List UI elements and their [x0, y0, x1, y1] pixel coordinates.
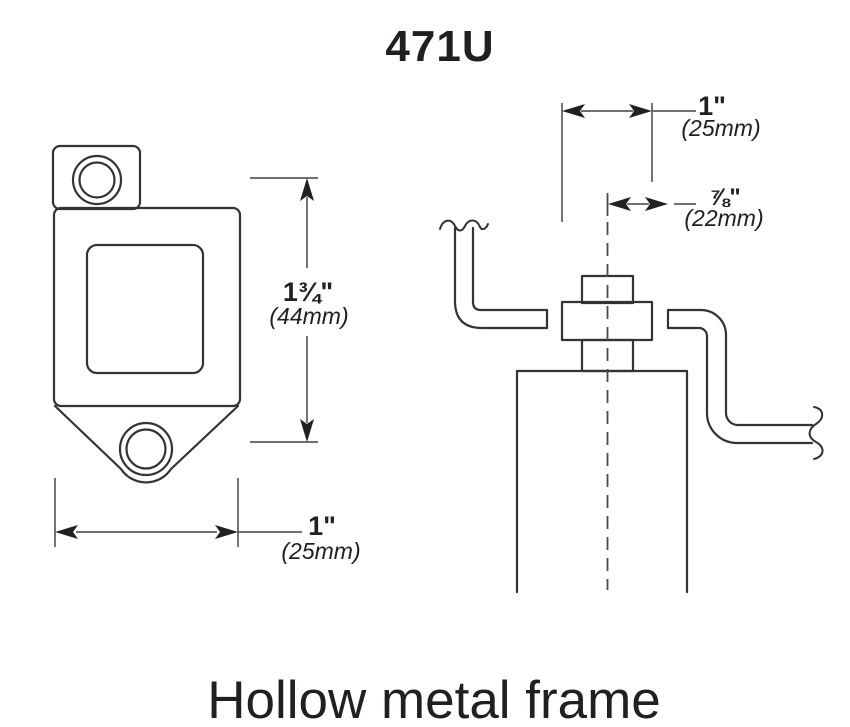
arrowhead-right [215, 525, 238, 539]
frame-post [515, 369, 689, 594]
section-view-diagram [439, 219, 824, 594]
front-height-metric-label: (44mm) [269, 303, 349, 329]
mounting-hole-bottom-inner [125, 428, 167, 470]
front-height-imperial-label: 1¾" [282, 277, 334, 307]
frame-profile-left-outer [453, 226, 549, 330]
section-width-imperial-label: 1" [698, 91, 726, 121]
front-width-metric-label: (25mm) [281, 538, 361, 564]
section-width-metric-label: (25mm) [681, 115, 761, 141]
latch-cutout [85, 243, 205, 375]
model-number: 471U [385, 22, 495, 71]
break-squiggle-top [439, 219, 489, 232]
arrowhead-right [645, 197, 668, 211]
frame-profile-right-inner [666, 326, 814, 445]
strike-bottom-point [53, 404, 240, 484]
front-width-imperial-label: 1" [308, 511, 336, 541]
strike-body [52, 206, 242, 408]
section-offset-imperial-label: ⅞" [709, 184, 741, 211]
arrowhead-right [629, 104, 652, 118]
arrowhead-left [55, 525, 78, 539]
frame-profile-left-inner [471, 226, 549, 312]
mounting-hole-bottom-outer [118, 421, 174, 477]
front-height-dimension [250, 177, 318, 443]
section-offset-dimension [608, 197, 696, 211]
arrowhead-left [562, 104, 585, 118]
front-width-dimension [54, 478, 302, 547]
section-offset-metric-label: (22mm) [684, 205, 764, 231]
arrowhead-left [608, 197, 631, 211]
break-squiggle-right [808, 406, 824, 460]
arrowhead-up [300, 178, 314, 201]
arrowhead-down [300, 419, 314, 442]
front-view-diagram [51, 144, 242, 484]
mounting-hole-top-inner [78, 161, 116, 199]
section-width-dimension [561, 103, 696, 222]
frame-profile-right-outer [666, 308, 814, 427]
frame-type-caption: Hollow metal frame [207, 671, 661, 727]
mounting-hole-top-outer [71, 154, 123, 206]
